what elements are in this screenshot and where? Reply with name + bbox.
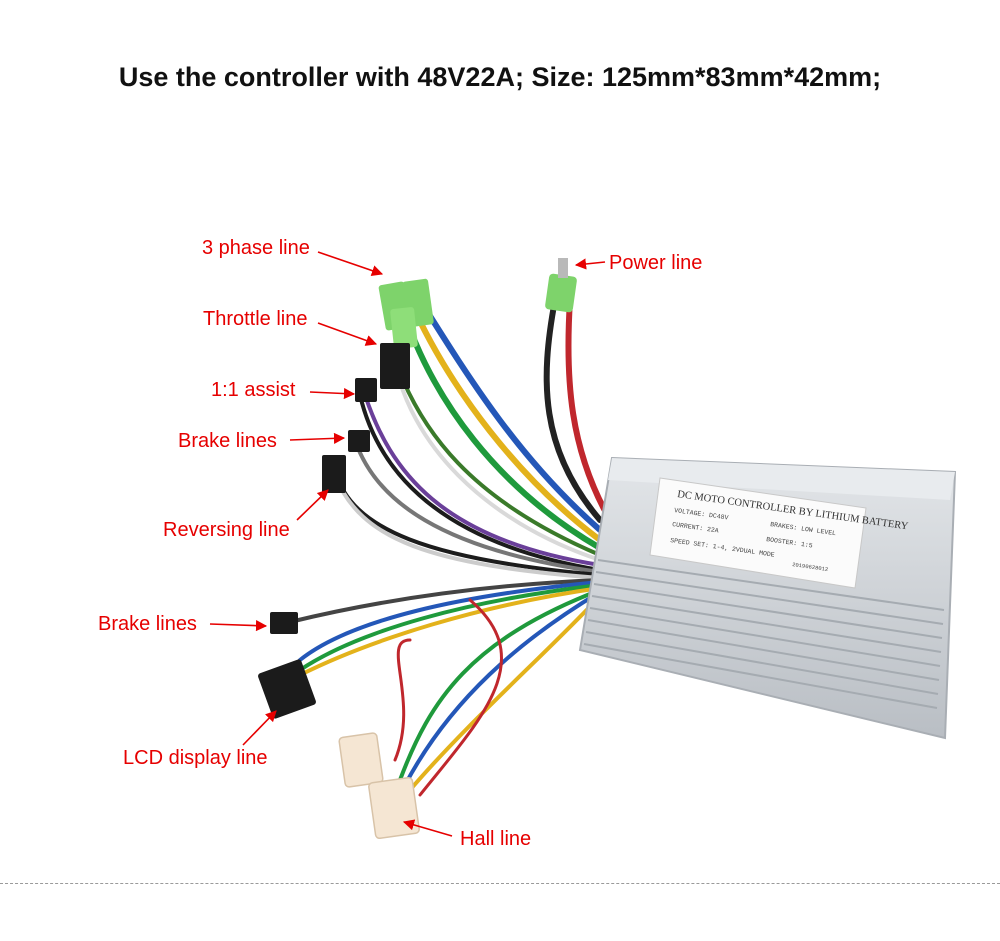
controller-sticker: [649, 477, 867, 589]
label-throttle-line: Throttle line: [203, 308, 308, 330]
controller-housing: DC MOTO CONTROLLER BY LITHIUM BATTERY VO…: [578, 456, 957, 740]
sticker-serial: 20190628012: [792, 561, 829, 573]
power-wire-red: [565, 297, 613, 523]
power-wire-black: [543, 297, 603, 523]
power-connector: [545, 273, 577, 313]
label-assist: 1:1 assist: [211, 379, 296, 401]
throttle-connector: [380, 343, 410, 389]
callout-arrows: [209, 251, 606, 837]
label-power-line: Power line: [609, 252, 703, 274]
label-lcd-display-line: LCD display line: [123, 747, 268, 769]
phase-wire-yellow: [407, 297, 603, 543]
bottom-divider: [0, 883, 1000, 884]
label-reversing-line: Reversing line: [163, 519, 290, 541]
brake-lower-connector: [270, 612, 298, 634]
hall-connector-a: [338, 732, 384, 788]
label-hall-line: Hall line: [460, 828, 532, 850]
label-brake-lines-upper: Brake lines: [178, 430, 277, 452]
headline: Use the controller with 48V22A; Size: 12…: [118, 62, 882, 92]
hall-connector-b: [368, 776, 420, 840]
wire-bundle: [288, 297, 613, 797]
lcd-connector: [258, 659, 316, 719]
label-brake-lines-lower: Brake lines: [98, 613, 197, 635]
brake-upper-connector: [348, 430, 370, 452]
assist-connector: [355, 378, 377, 402]
label-three-phase-line: 3 phase line: [202, 237, 310, 259]
reversing-connector: [322, 455, 346, 493]
phase-wire-blue: [417, 297, 603, 533]
connectors: [258, 258, 577, 840]
